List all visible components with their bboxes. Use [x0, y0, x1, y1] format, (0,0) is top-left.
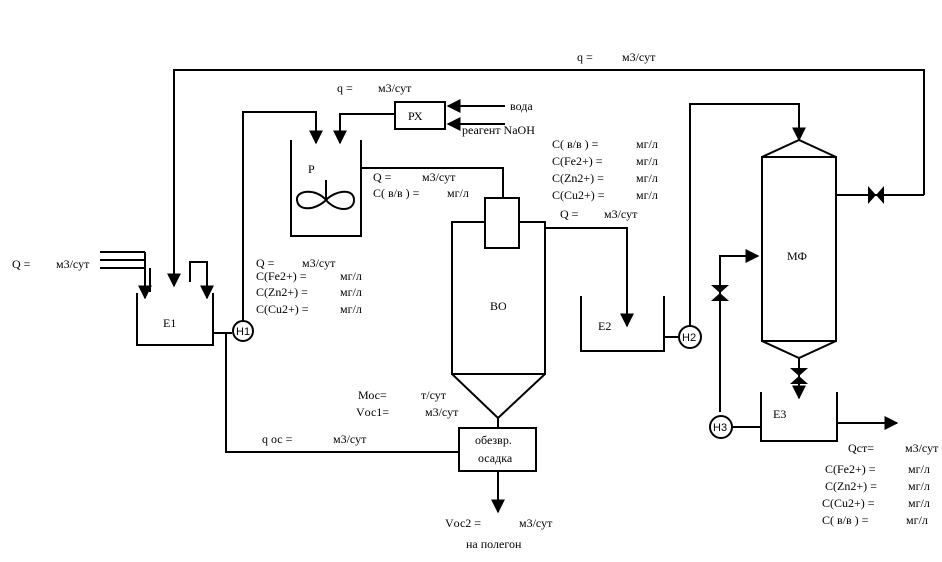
valve-bottom-icon[interactable]	[790, 368, 808, 384]
reagent-q: q =	[337, 81, 353, 95]
out-cu-unit: мг/л	[908, 496, 930, 510]
h1-q: Q =	[256, 256, 275, 270]
out-fe-unit: мг/л	[908, 462, 930, 476]
mf-label: МФ	[787, 249, 807, 263]
vo-cu: С(Cu2+) =	[552, 188, 605, 202]
out-cu: С(Cu2+) =	[822, 496, 875, 510]
vo-c-vv-unit: мг/л	[636, 137, 658, 151]
pump-h3-label: Н3	[713, 422, 727, 434]
tank-e1	[136, 261, 214, 346]
sludge-unit-line2: осадка	[478, 451, 513, 465]
h1-zn: С(Zn2+) =	[256, 285, 308, 299]
water-label: вода	[510, 99, 533, 113]
reagent-q-unit: м3/сут	[378, 81, 412, 95]
rx-to-reactor-line	[333, 113, 395, 145]
top-return-unit: м3/сут	[622, 50, 656, 64]
h1-q-unit: м3/сут	[302, 256, 336, 270]
reagent-label: реагент NaOH	[462, 123, 535, 137]
h1-to-reactor-line	[242, 111, 323, 321]
voc2-label: Vос2 =	[445, 516, 481, 530]
out-vv-unit: мг/л	[906, 513, 928, 527]
reactor-label: Р	[308, 162, 315, 176]
reactor-out-c: С( в/в ) =	[373, 186, 420, 200]
vo-q: Q =	[560, 207, 579, 221]
sludge-voc1: Vос1=	[356, 405, 389, 419]
out-q-unit: м3/сут	[905, 441, 939, 455]
qoc-unit: м3/сут	[333, 432, 367, 446]
vo-zn-unit: мг/л	[636, 171, 658, 185]
reagent-unit-rx	[394, 101, 446, 130]
tank-e3-label: Е3	[773, 407, 786, 421]
out-fe: С(Fe2+) =	[825, 462, 876, 476]
top-return-line	[167, 69, 925, 288]
reactor-out-q: Q =	[373, 170, 392, 184]
qoc-label: q ос =	[262, 432, 293, 446]
h3-recirc-line	[719, 249, 760, 412]
membrane-filter-mf	[761, 138, 837, 360]
pump-h3	[709, 415, 733, 439]
vo-zn: С(Zn2+) =	[552, 171, 604, 185]
tank-e2	[580, 296, 665, 352]
settler-vo-label: ВО	[490, 299, 507, 313]
inlet-q-unit: м3/сут	[56, 257, 90, 271]
reactor-r	[290, 140, 362, 237]
h1-cu-unit: мг/л	[340, 302, 362, 316]
pump-h2-label: Н2	[682, 332, 696, 344]
sludge-destination: на полегон	[466, 537, 522, 551]
settler-vo	[451, 197, 546, 420]
h1-fe: С(Fe2+) =	[256, 269, 307, 283]
vo-fe-unit: мг/л	[636, 154, 658, 168]
reactor-out-q-unit: м3/сут	[422, 170, 456, 184]
out-zn: С(Zn2+) =	[825, 479, 877, 493]
out-zn-unit: мг/л	[908, 479, 930, 493]
top-return-q: q =	[577, 50, 593, 64]
pump-h1-label: Н1	[236, 326, 250, 338]
h2-to-mf-line	[689, 103, 806, 326]
h1-cu: С(Cu2+) =	[256, 302, 309, 316]
out-vv: С( в/в ) =	[822, 513, 869, 527]
valve-recirc-icon[interactable]	[711, 285, 729, 301]
tank-e3	[760, 392, 838, 442]
inlet-q-label: Q =	[12, 257, 31, 271]
tank-e2-label: Е2	[598, 319, 611, 333]
h1-zn-unit: мг/л	[340, 285, 362, 299]
reactor-to-vo-line	[361, 167, 504, 198]
out-q: Qст=	[848, 441, 874, 455]
filtrate-return-line	[225, 333, 459, 453]
voc2-unit: м3/сут	[519, 516, 553, 530]
vo-cu-unit: мг/л	[636, 188, 658, 202]
sludge-unit-line1: обезвр.	[475, 433, 512, 447]
sludge-moc-unit: т/сут	[421, 388, 447, 402]
sludge-moc: Мос=	[358, 388, 387, 402]
valve-permeate-icon[interactable]	[868, 186, 884, 204]
reactor-out-c-unit: мг/л	[447, 186, 469, 200]
vo-c-vv: С( в/в ) =	[552, 137, 599, 151]
vo-fe: С(Fe2+) =	[552, 154, 603, 168]
tank-e1-label: Е1	[163, 316, 176, 330]
inlet-lines	[100, 251, 152, 300]
sludge-voc1-unit: м3/сут	[425, 405, 459, 419]
vo-q-unit: м3/сут	[604, 207, 638, 221]
sludge-dewatering-unit	[458, 427, 537, 472]
reagent-unit-rx-label: РХ	[408, 109, 423, 123]
h1-fe-unit: мг/л	[340, 269, 362, 283]
vo-to-e2-line	[545, 227, 634, 328]
